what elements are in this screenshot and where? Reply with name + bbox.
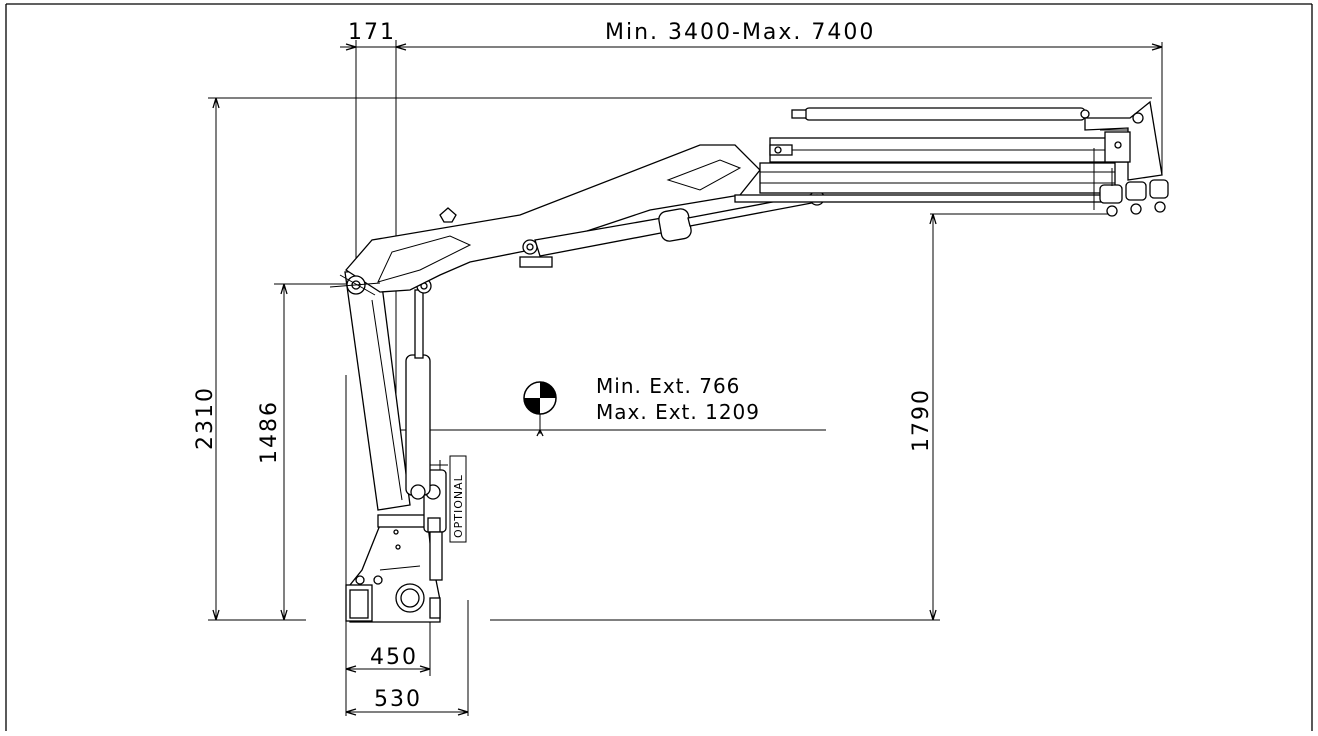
dimension-450: 450 (370, 645, 418, 670)
dimension-171: 171 (348, 20, 396, 45)
dimension-1790: 1790 (909, 388, 934, 452)
crane-pillar (344, 269, 411, 622)
telescopic-extensions (734, 107, 1131, 203)
center-of-gravity-symbol (523, 381, 557, 437)
lift-cylinder (405, 278, 432, 500)
boom-tip-head (1084, 100, 1163, 210)
inner-boom (329, 144, 761, 296)
drawing-frame (5, 3, 1313, 731)
cog-min-ext: Min. Ext. 766 (596, 374, 740, 398)
top-dimension-lines (340, 40, 1163, 430)
hook-2 (1125, 181, 1147, 215)
crane-base (345, 514, 441, 623)
hook-3 (1149, 179, 1169, 213)
dimension-530: 530 (374, 687, 422, 712)
dimension-1486: 1486 (257, 400, 282, 464)
cog-max-ext: Max. Ext. 1209 (596, 400, 760, 424)
optional-label-box (449, 455, 467, 543)
optional-label: OPTIONAL (452, 474, 465, 538)
dimension-reach: Min. 3400-Max. 7400 (605, 20, 875, 45)
dimension-2310: 2310 (193, 386, 218, 450)
left-dimension-lines (208, 97, 1152, 621)
right-dimension-lines (490, 213, 1110, 621)
hook-1 (1099, 168, 1123, 217)
